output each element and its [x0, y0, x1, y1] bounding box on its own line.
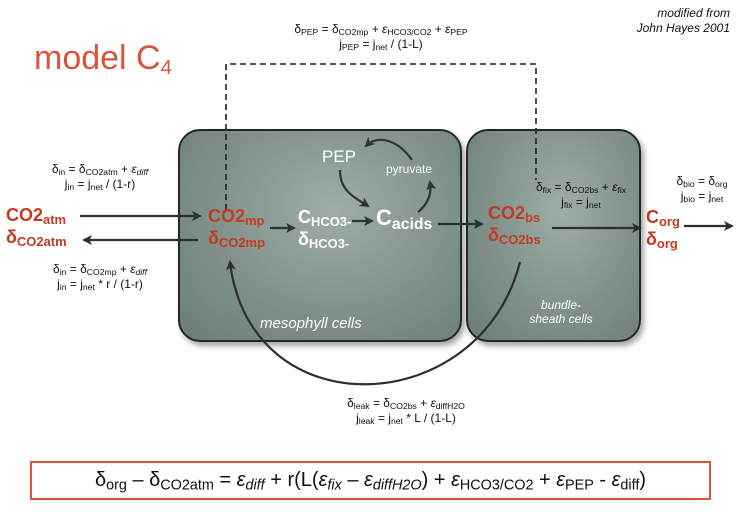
c-org-node: Corg δorg — [646, 207, 680, 252]
pep-flux-label: δPEP = δCO2mp + εHCO3/CO2 + εPEP jPEP = … — [294, 22, 468, 53]
pyruvate-node: pyruvate — [386, 162, 433, 176]
credit-note: modified from John Hayes 2001 — [636, 6, 730, 35]
acids-node: Cacids — [376, 205, 433, 233]
co2-bs-node: CO2bs δCO2bs — [488, 203, 541, 248]
efflux-label: δin = δCO2mp + εdiff jin = jnet * r / (1… — [53, 262, 147, 293]
pep-dashed-connector — [225, 63, 537, 210]
pep-node: PEP — [322, 147, 357, 166]
co2-atm-node: CO2atm δCO2atm — [6, 205, 67, 250]
bundle-sheath-label: bundle- sheath cells — [529, 298, 593, 326]
acids-to-pyruvate-arrow — [417, 180, 437, 213]
leakage-label: δleak = δCO2bs + εdiffH2O jleak = jnet *… — [347, 396, 465, 427]
model-title: model C4 — [34, 39, 172, 80]
biomass-label: δbio = δorg jbio = jnet — [676, 174, 728, 205]
hco3-node: CHCO3- δHCO3- — [298, 207, 352, 252]
fixation-label: δfix = δCO2bs + εfix jfix = jnet — [535, 180, 627, 211]
mesophyll-label: mesophyll cells — [260, 315, 362, 332]
pyruvate-to-pep-arrow — [364, 136, 413, 161]
co2-mp-node: CO2mp δCO2mp — [208, 206, 265, 251]
fractionation-equation: δorg – δCO2atm = εdiff + r(L(εfix – εdif… — [30, 461, 711, 500]
influx-label: δin = δCO2atm + εdiff jin = jnet / (1-r) — [51, 162, 149, 193]
pep-to-acids-arrow — [338, 169, 370, 208]
bundle-sheath-cell — [466, 129, 641, 342]
leakage-arrow — [225, 260, 522, 386]
